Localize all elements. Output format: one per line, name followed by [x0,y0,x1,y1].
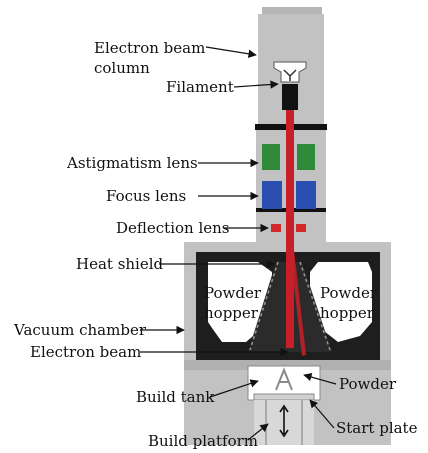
focus-lens-right [296,181,316,209]
label-powder-hopper-right-line2: hopper [320,304,375,322]
powder-hopper-right [310,262,372,342]
label-build-platform: Build platform [148,432,258,450]
label-powder-hopper-left-line2: hopper [204,304,259,322]
deflection-lens-left [271,224,281,232]
deflection-lens-pair [271,224,306,232]
electron-beam [286,110,306,356]
focus-lens-pair [262,181,316,209]
powder-hopper-left [208,262,272,342]
label-deflection-lens: Deflection lens [116,219,230,237]
chamber-floor [184,360,391,370]
arrow-start-plate [309,399,335,429]
label-focus-lens: Focus lens [106,187,186,205]
label-astigmatism-lens: Astigmatism lens [66,154,198,172]
label-powder-hopper-right-line1: Powder [320,284,378,302]
label-powder: Powder [339,375,397,393]
astigmatism-lens-right [297,144,315,170]
electron-beam-ray [286,110,294,348]
electron-beam-deflected [290,250,306,356]
label-start-plate: Start plate [336,419,418,437]
deflection-lens-right [296,224,306,232]
leader-lines [140,46,337,441]
arrow-build-platform [247,423,269,441]
label-build-tank: Build tank [136,388,215,406]
focus-lens-left [262,181,282,209]
arrow-powder [303,373,337,385]
label-filament: Filament [166,78,234,96]
labels: Electron beam column Filament Astigmatis… [13,39,418,450]
astigmatism-lens-left [262,144,280,170]
astigmatism-lens-pair [262,144,315,170]
arrow-filament [233,80,279,89]
arrow-build-tank [209,379,259,398]
filament-assembly [273,61,307,83]
label-powder-hopper-left-line1: Powder [204,284,262,302]
platform-motion-arrow [279,404,289,438]
label-vacuum-chamber: Vacuum chamber [13,321,147,339]
label-electron-beam-column-line1: Electron beam [94,39,205,57]
label-electron-beam-column-line2: column [94,59,150,77]
label-electron-beam: Electron beam [30,343,141,361]
build-part-icon [275,367,293,391]
label-heat-shield: Heat shield [76,255,164,273]
arrow-electron-beam-column [205,46,257,58]
filament-icon [283,69,297,81]
filament-holder [282,84,298,110]
start-plate [253,393,315,401]
